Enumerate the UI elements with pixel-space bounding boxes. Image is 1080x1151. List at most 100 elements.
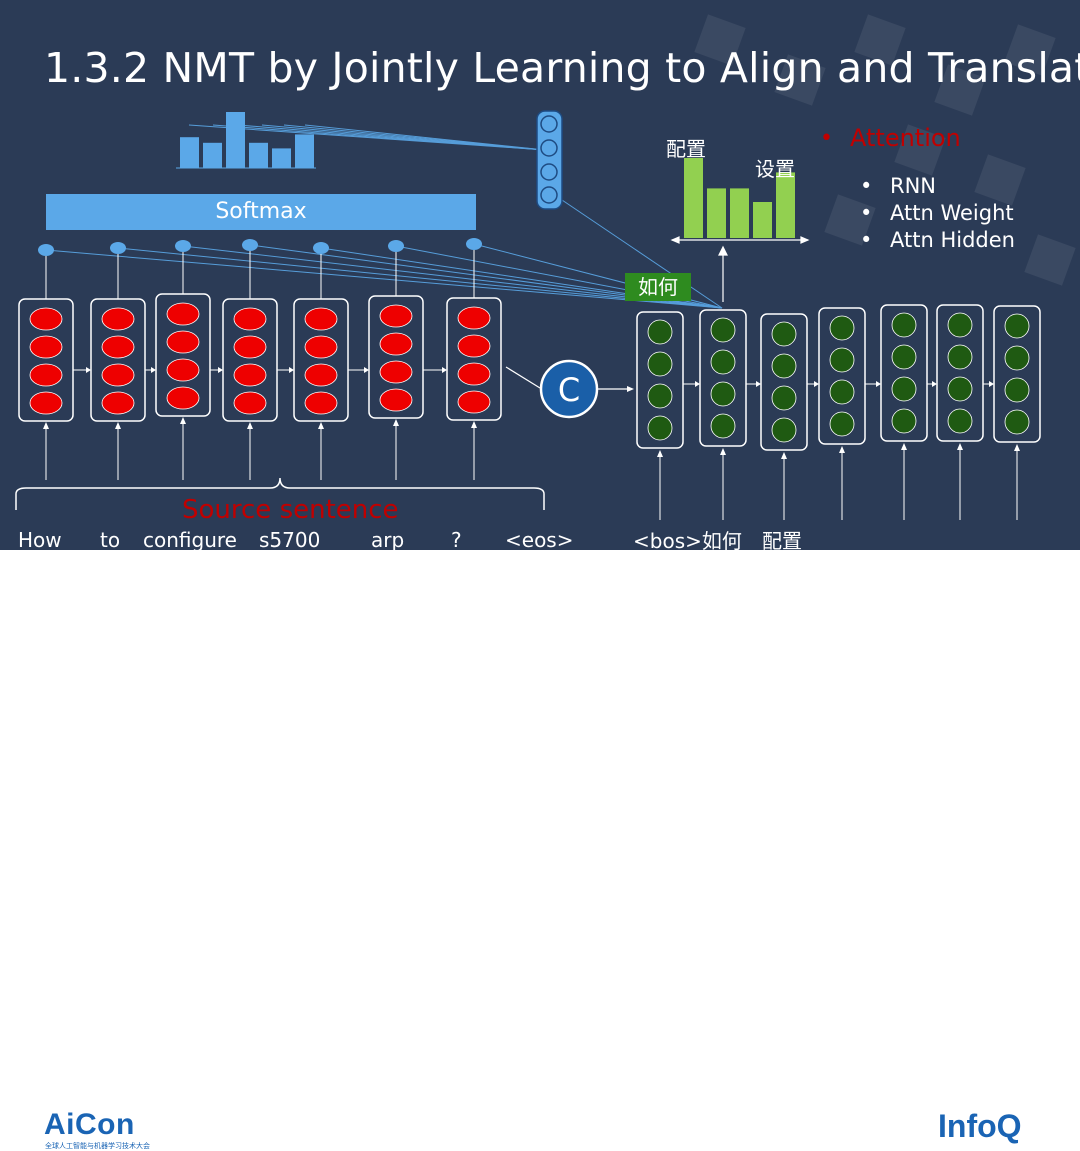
decoder-cell xyxy=(699,309,747,447)
attention-item-hidden: •Attn Hidden xyxy=(860,228,1015,252)
decoder-unit xyxy=(710,413,736,439)
encoder-unit xyxy=(101,363,135,387)
decoder-recurrent-arrowhead xyxy=(876,381,881,387)
decoder-input-arrowhead xyxy=(657,450,663,457)
decoder-input-arrowhead xyxy=(957,443,963,450)
context-vector xyxy=(505,359,634,419)
attention-line xyxy=(304,124,546,151)
diagram-canvas xyxy=(15,14,1076,520)
decoder-recurrent-arrowhead xyxy=(756,381,761,387)
bullet-dot: • xyxy=(860,201,873,225)
encoder-unit xyxy=(29,335,63,359)
input-arrowhead xyxy=(318,422,324,429)
decoder-unit xyxy=(647,319,673,345)
context-label: C xyxy=(557,371,581,409)
recurrent-arrowhead xyxy=(218,367,223,373)
aicon-logo: AiCon xyxy=(44,1108,135,1141)
encoder-cell xyxy=(222,298,278,422)
encoder-unit xyxy=(29,363,63,387)
attention-score-dot xyxy=(38,244,54,256)
decoder-unit xyxy=(710,381,736,407)
softmax-label: Softmax xyxy=(215,199,307,224)
encoder-unit xyxy=(379,388,413,412)
bullet-dot: • xyxy=(860,174,873,198)
input-arrowhead xyxy=(471,421,477,428)
attended-word-badge: 如何 xyxy=(625,273,691,301)
decoder-unit xyxy=(647,351,673,377)
footer: AiCon 全球人工智能与机器学习技术大会 InfoQ xyxy=(0,550,1080,1150)
encoder-unit xyxy=(304,307,338,331)
decoder-unit xyxy=(947,376,973,402)
decoder-unit xyxy=(1004,345,1030,371)
encoder-unit xyxy=(457,306,491,330)
encoder-cell xyxy=(90,298,146,422)
decoder-unit xyxy=(829,315,855,341)
output-label-peizhi: 配置 xyxy=(666,137,706,161)
softmax-bar xyxy=(46,194,476,230)
source-word: How xyxy=(18,528,62,550)
input-arrowhead xyxy=(43,422,49,429)
attention-weight-bars xyxy=(180,112,314,168)
decoder-unit xyxy=(947,408,973,434)
decoder-input-arrowhead xyxy=(1014,444,1020,451)
encoder-cell xyxy=(446,297,502,421)
target-word: 配置 xyxy=(762,529,802,550)
encoder-unit xyxy=(233,335,267,359)
decoder-unit xyxy=(829,379,855,405)
recurrent-arrowhead xyxy=(86,367,91,373)
decoder-unit xyxy=(829,347,855,373)
recurrent-arrowhead xyxy=(289,367,294,373)
decoder-unit xyxy=(891,376,917,402)
bullet-dot: • xyxy=(860,228,873,252)
attention-bar xyxy=(180,137,199,168)
encoder-cell xyxy=(368,295,424,419)
attention-line xyxy=(117,247,723,309)
input-arrowhead xyxy=(247,422,253,429)
decoder-unit xyxy=(771,417,797,443)
source-sentence-label: Source sentence xyxy=(182,495,399,525)
source-word: arp xyxy=(371,528,405,550)
recurrent-arrowhead xyxy=(364,367,369,373)
output-bar xyxy=(707,188,726,238)
output-distribution-bars xyxy=(684,158,795,238)
decoder-unit xyxy=(947,312,973,338)
encoder-cell xyxy=(155,293,211,417)
decoder-unit xyxy=(1004,409,1030,435)
encoder-unit xyxy=(457,362,491,386)
source-word: s5700 xyxy=(259,528,321,550)
attention-score-dot xyxy=(388,240,404,252)
decoder-unit xyxy=(829,411,855,437)
encoder-cell xyxy=(293,298,349,422)
attention-line xyxy=(561,199,723,309)
output-bars-axis xyxy=(670,236,810,302)
encoder xyxy=(18,293,502,480)
attention-bar xyxy=(226,112,245,168)
decoder-recurrent-arrowhead xyxy=(932,381,937,387)
decoder-unit xyxy=(647,415,673,441)
infoq-logo: InfoQ xyxy=(938,1108,1022,1144)
decoder-cell xyxy=(760,313,808,451)
decoder-unit xyxy=(947,344,973,370)
encoder-unit xyxy=(166,358,200,382)
decoder-input-arrowhead xyxy=(720,448,726,455)
output-bar xyxy=(753,202,772,238)
encoder-unit xyxy=(304,363,338,387)
decoder-input-arrowhead xyxy=(839,446,845,453)
decoder-unit xyxy=(891,344,917,370)
target-word: <bos>如何 xyxy=(633,529,742,550)
source-word: to xyxy=(100,528,121,550)
decoder-unit xyxy=(710,349,736,375)
decoder-unit xyxy=(1004,377,1030,403)
decoder-unit xyxy=(710,317,736,343)
decoder-unit xyxy=(771,321,797,347)
encoder-unit xyxy=(304,391,338,415)
decoder-cell xyxy=(880,304,928,442)
attention-bullet: • xyxy=(820,126,833,151)
input-arrowhead xyxy=(180,417,186,424)
decoder-unit xyxy=(771,353,797,379)
recurrent-arrowhead xyxy=(442,367,447,373)
attention-score-dot xyxy=(175,240,191,252)
attention-item-rnn: •RNN xyxy=(860,174,937,198)
encoder-unit xyxy=(101,307,135,331)
aicon-logo-subtitle: 全球人工智能与机器学习技术大会 xyxy=(45,1142,150,1150)
